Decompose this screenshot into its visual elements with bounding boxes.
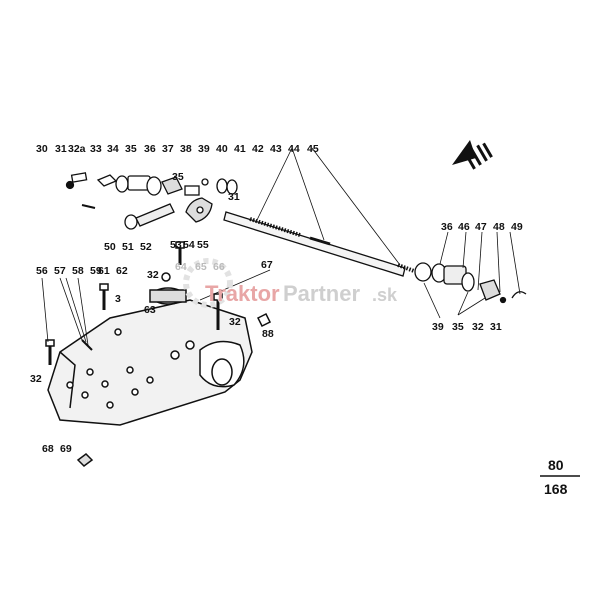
callout-39: 39 [198,143,210,155]
cross-shaft [223,211,415,277]
callout-55: 55 [197,239,209,251]
callout-39-b: 39 [432,321,444,333]
callout-51: 51 [122,241,134,253]
page-number-bottom: 168 [544,481,568,497]
callout-37: 37 [162,143,174,155]
callout-31: 31 [55,143,67,155]
callout-45: 45 [307,143,319,155]
callout-56: 56 [36,265,48,277]
callout-36-b: 36 [441,221,453,233]
callout-42: 42 [252,143,264,155]
callout-53: 53 [170,239,182,251]
callout-58: 58 [72,265,84,277]
callout-30: 30 [36,143,48,155]
callout-33: 33 [90,143,102,155]
callout-52: 52 [140,241,152,253]
callout-41: 41 [234,143,246,155]
callout-57: 57 [54,265,66,277]
studs-and-bolts [45,241,272,467]
watermark-brand-a: Traktor [205,281,280,306]
callout-46: 46 [458,221,470,233]
callout-32-e: 32 [472,321,484,333]
callout-65: 65 [195,261,207,273]
callout-59: 59 [90,265,102,277]
callout-31-b: 31 [228,191,240,203]
callout-48: 48 [493,221,505,233]
callout-35: 35 [125,143,137,155]
hydraulic-housing [47,287,253,426]
callout-64: 64 [175,261,187,273]
callout-32a: 32a [68,143,86,155]
callout-88: 88 [262,328,274,340]
callout-63: 63 [144,304,156,316]
watermark-suffix: .sk [372,285,398,305]
callout-44: 44 [288,143,300,155]
callout-3: 3 [115,293,121,305]
callout-62: 62 [116,265,128,277]
callout-32-c: 32 [229,316,241,328]
callout-36: 36 [144,143,156,155]
callout-32-b: 32 [147,269,159,281]
upper-left-parts [65,172,238,230]
callout-50: 50 [104,241,116,253]
callout-66: 66 [213,261,225,273]
right-side-parts [414,262,527,304]
callout-32-d: 32 [30,373,42,385]
page-number: 80 168 [540,457,580,497]
callout-69: 69 [60,443,72,455]
callout-34: 34 [107,143,119,155]
callout-35-b: 35 [172,171,184,183]
callout-43: 43 [270,143,282,155]
callout-38: 38 [180,143,192,155]
callout-40: 40 [216,143,228,155]
callout-labels: 30 31 32a 33 34 35 36 37 38 39 40 41 42 … [30,143,523,455]
callout-61: 61 [98,265,110,277]
callout-54: 54 [183,239,195,251]
callout-68: 68 [42,443,54,455]
watermark-brand-b: Partner [283,281,360,306]
watermark: Traktor Partner .sk [183,258,398,308]
direction-arrow-icon [452,140,493,170]
callout-67: 67 [261,259,273,271]
callout-47: 47 [475,221,487,233]
callout-49: 49 [511,221,523,233]
page-number-top: 80 [548,457,564,473]
callout-35-c: 35 [452,321,464,333]
leader-lines [41,147,521,346]
callout-31-c: 31 [490,321,502,333]
